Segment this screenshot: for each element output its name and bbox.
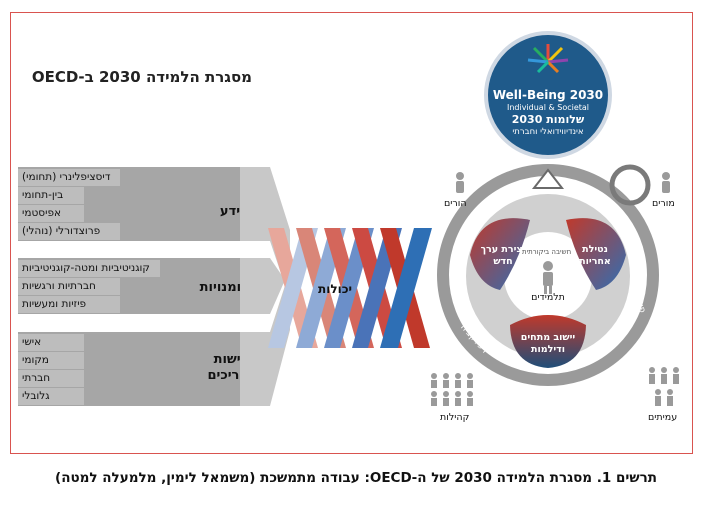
figure-caption: תרשים 1. מסגרת הלמידה 2030 של ה-OECD: עב…	[55, 470, 657, 486]
cycle-loop	[609, 164, 651, 206]
knowledge-item: בין-תחומי	[18, 187, 84, 204]
knowledge-item: פרוצדורלי (נוהלי)	[18, 223, 120, 240]
petal-responsibility	[566, 218, 626, 290]
peers-label: עמיתים	[648, 412, 678, 423]
petal-new-value-label: יצירת ערך חדש	[480, 244, 526, 267]
skills-block: קוגניטיביות ומטה-קוגניטיביות חברתיות ורג…	[18, 258, 270, 314]
wellbeing-title: Well-Being 2030	[492, 88, 604, 102]
competencies-label: יכולות	[318, 282, 353, 296]
skills-item: קוגניטיביות ומטה-קוגניטיביות	[18, 260, 160, 277]
figure-title: מסגרת הלמידה 2030 ב-OECD	[31, 68, 252, 86]
attitudes-item: חברתי	[18, 370, 84, 387]
communities-icon	[431, 373, 473, 406]
attitudes-funnel	[240, 270, 290, 406]
wellbeing-burst	[527, 44, 569, 74]
attitudes-item: אישי	[18, 334, 84, 351]
inner-ring-text: חשיבה ביקורתית	[522, 248, 572, 256]
wellbeing-globe	[486, 33, 610, 157]
student-label: תלמידים	[531, 292, 565, 303]
knowledge-label: ידע	[219, 204, 241, 219]
knowledge-item: אפיסטמי	[18, 205, 84, 222]
wellbeing-hebrew-title: שלומות 2030	[511, 113, 585, 126]
petal-responsibility-label: נטילת אחריות	[579, 244, 611, 267]
knowledge-item: דיסציפלינרי (תחומי)	[18, 169, 120, 186]
figure-frame	[10, 12, 693, 454]
wellbeing-hebrew-subtitle: אינדיווידואלי וחברתי	[512, 127, 584, 137]
parents-label: הורים	[444, 198, 467, 209]
teachers-icon	[662, 172, 670, 193]
braid	[268, 228, 432, 348]
petal-new-value	[470, 218, 530, 290]
parents-icon	[456, 172, 464, 193]
skills-item: חברתיות ורגשיות	[18, 278, 120, 295]
peers-icon	[649, 367, 679, 406]
teachers-label: מורים	[652, 198, 675, 209]
wellbeing-subtitle: Individual & Societal	[506, 103, 590, 112]
communities-label: קהילות	[440, 412, 470, 423]
attitudes-item: מקומי	[18, 352, 84, 369]
student-figure	[543, 261, 553, 294]
skills-funnel	[240, 258, 285, 314]
knowledge-block: דיסציפלינרי (תחומי) בין-תחומי אפיסטמי פר…	[18, 167, 270, 241]
petal-tensions-label: יישוב מתחים ודילמות	[520, 332, 576, 355]
knowledge-funnel	[240, 167, 290, 300]
attitudes-item: גלובלי	[18, 388, 84, 405]
cycle-arrowhead	[531, 168, 565, 189]
petal-tensions	[510, 315, 586, 368]
skills-item: פיזיות ומעשיות	[18, 296, 120, 313]
